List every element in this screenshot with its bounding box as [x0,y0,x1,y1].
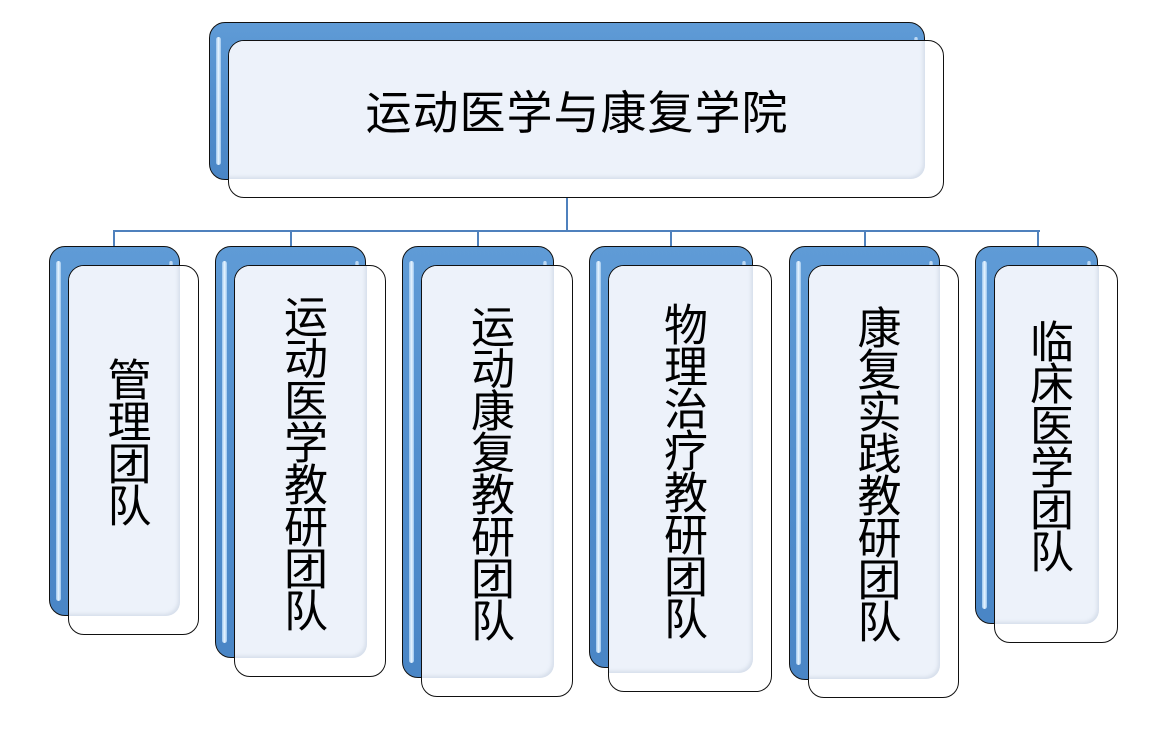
child-node-label: 物理治疗教研团队 [656,301,707,638]
connector-drop-2 [290,230,292,247]
connector-horizontal-bus [113,230,1040,232]
child-node-label: 运动医学教研团队 [276,294,327,630]
connector-drop-4 [670,230,672,247]
child-node-card: 临床医学团队 [994,265,1118,643]
connector-root-stem [566,198,568,232]
connector-drop-1 [113,230,115,247]
child-node-card: 康复实践教研团队 [808,265,959,698]
child-node-card: 管理团队 [68,265,199,635]
child-node-card: 运动医学教研团队 [234,265,386,677]
child-node-label: 管理团队 [99,357,151,525]
connector-drop-6 [1037,230,1039,247]
child-node-label: 康复实践教研团队 [849,304,901,641]
child-node-card: 运动康复教研团队 [421,265,573,697]
child-node-label: 运动康复教研团队 [463,304,514,640]
child-node-label: 临床医学团队 [1022,319,1073,571]
connector-drop-3 [477,230,479,247]
root-node-label: 运动医学与康复学院 [365,86,789,140]
child-node-card: 物理治疗教研团队 [608,265,772,692]
connector-drop-5 [864,230,866,247]
root-node-card: 运动医学与康复学院 [228,40,944,198]
